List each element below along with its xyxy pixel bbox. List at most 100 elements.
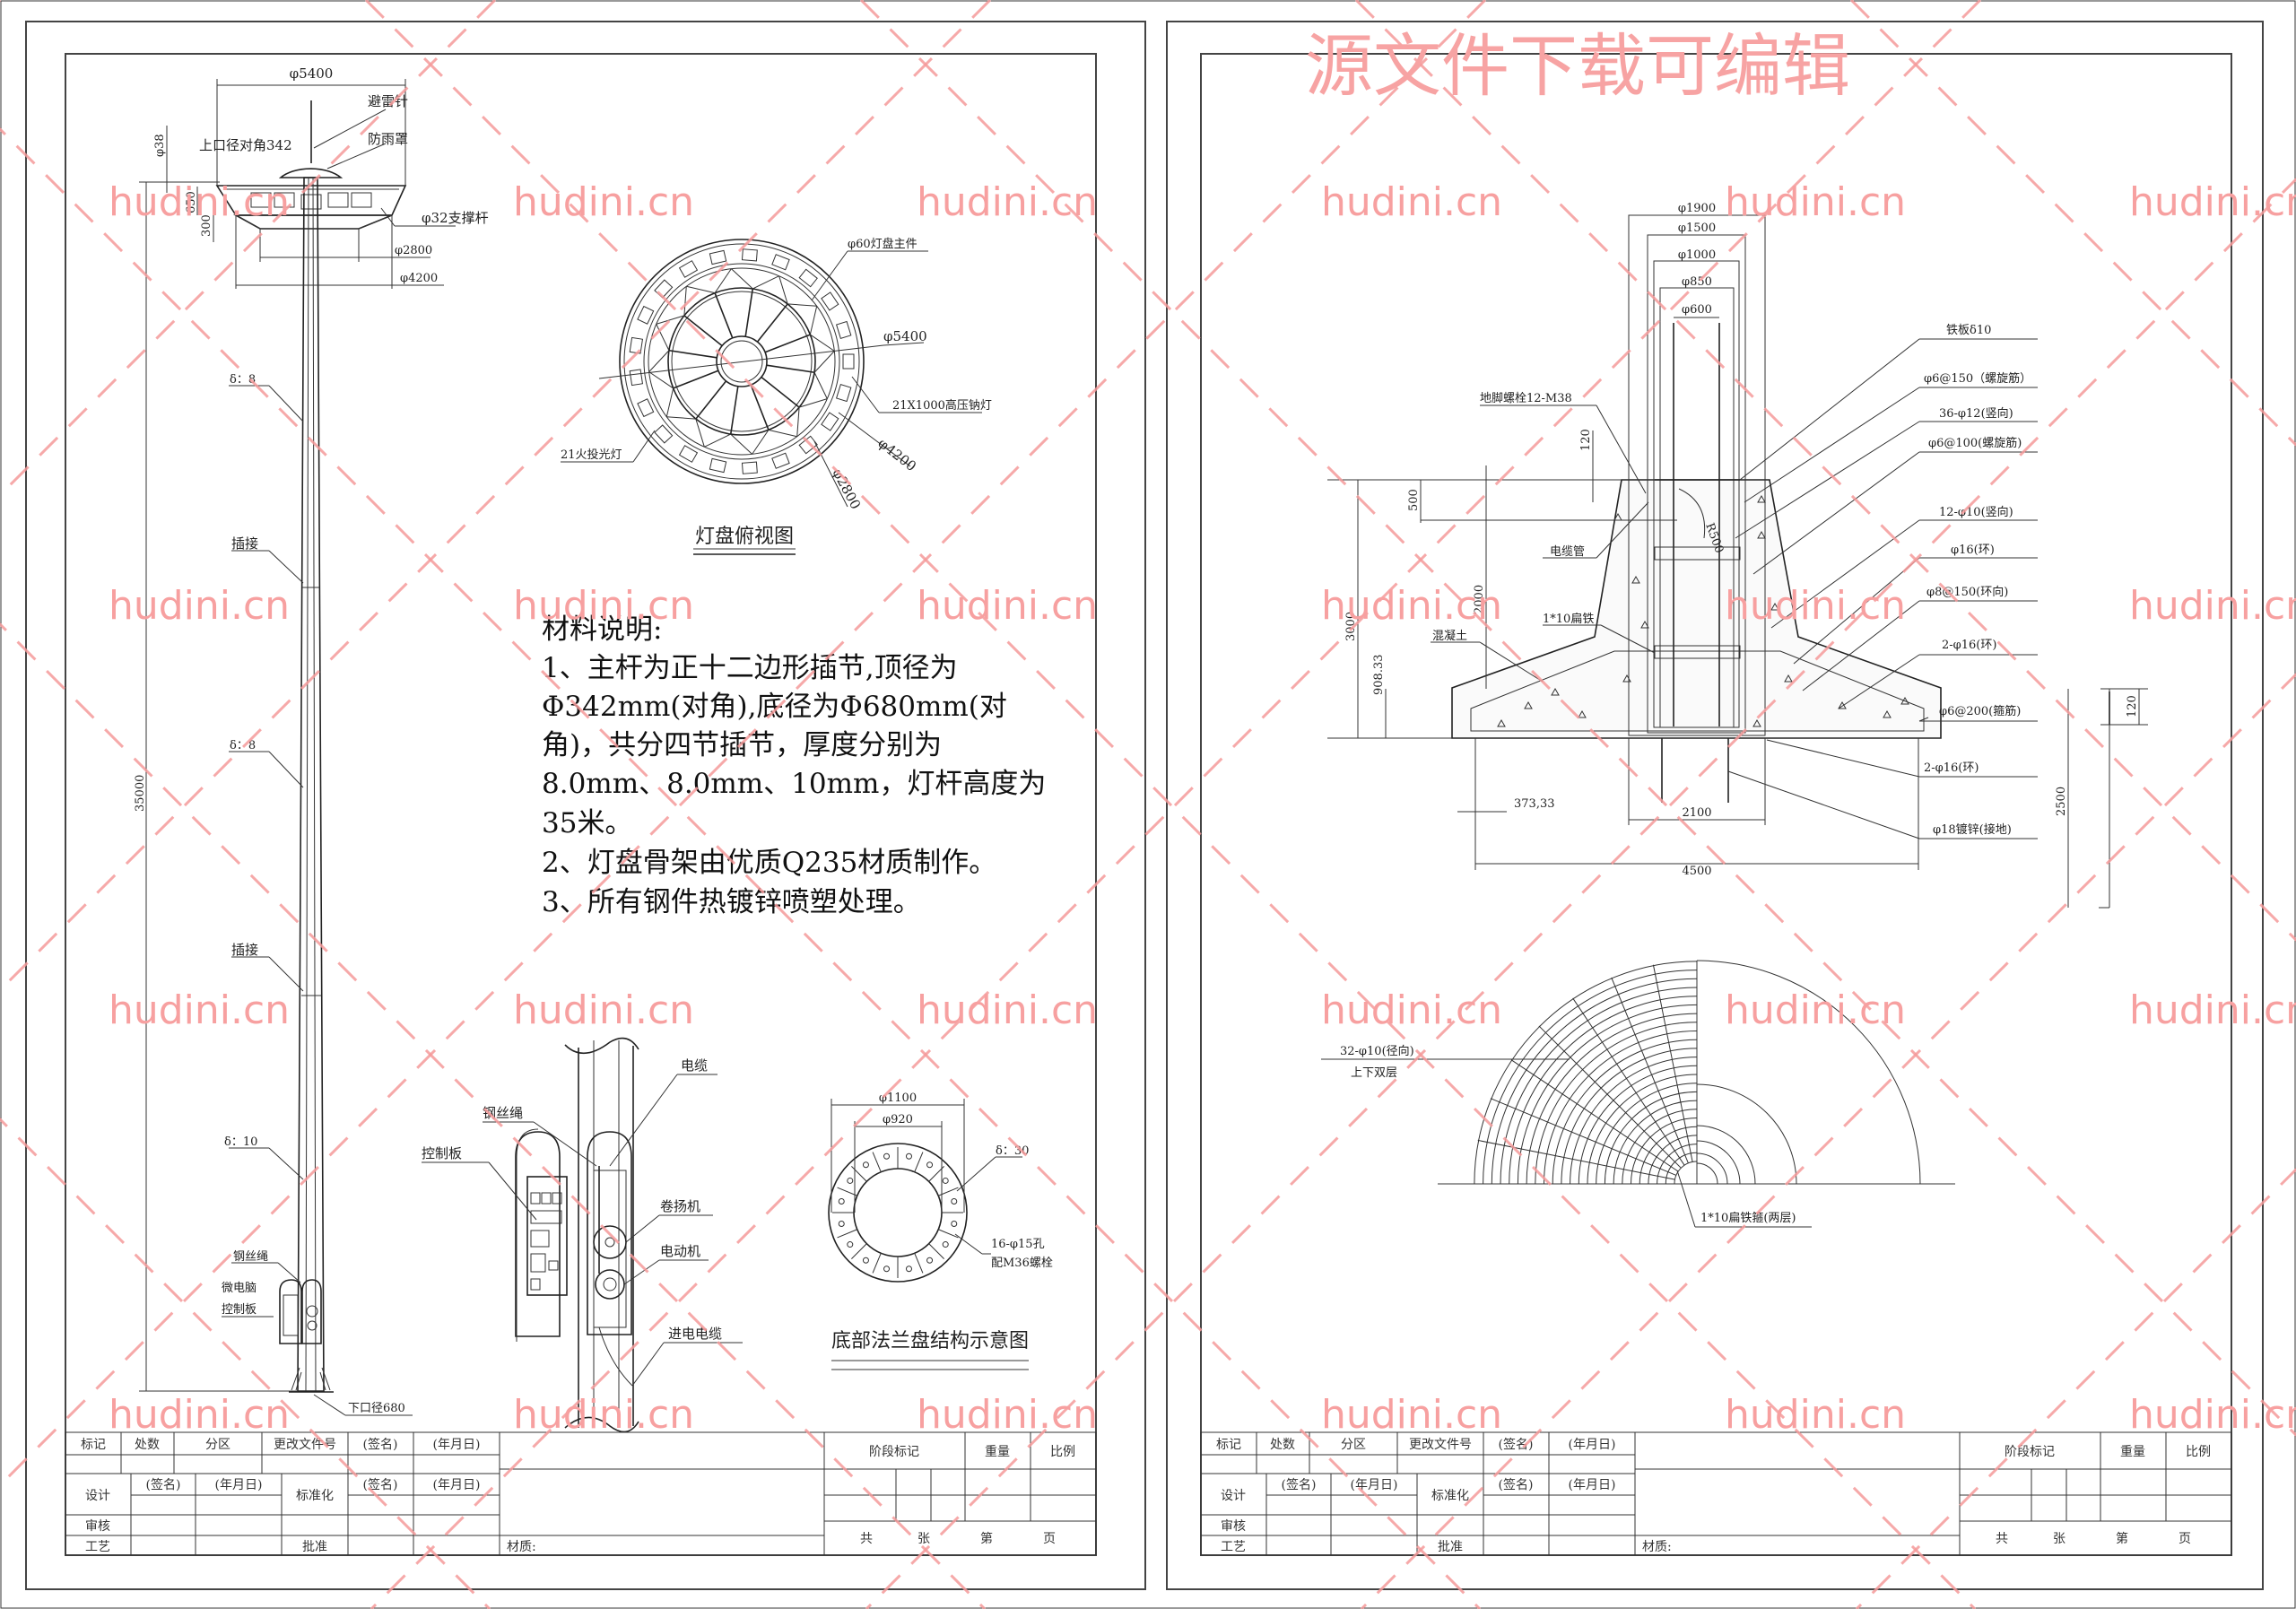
- tb-design: 设计: [1221, 1489, 1246, 1503]
- leader-line: [1766, 739, 1920, 778]
- brace: [648, 371, 674, 389]
- tb-weight: 重量: [985, 1445, 1010, 1459]
- tb-design: 设计: [85, 1489, 110, 1503]
- tb-approve: 批准: [1438, 1540, 1463, 1554]
- bolt-hole: [942, 1241, 949, 1248]
- tb-process: 工艺: [1221, 1540, 1246, 1554]
- brace: [752, 275, 779, 290]
- label-wire-rope: 钢丝绳: [233, 1250, 268, 1264]
- watermark-dash-line: [364, 0, 1977, 1609]
- dim-3000: 3000: [1344, 612, 1358, 641]
- label-winch: 卷扬机: [660, 1198, 700, 1214]
- watermark-site-text: hudini.cn: [1321, 987, 1502, 1033]
- flange-rib: [837, 1229, 857, 1239]
- mesh-ring: [1696, 1140, 1741, 1185]
- flange-rib: [872, 1253, 882, 1274]
- brace: [796, 407, 800, 437]
- tb-count: 处数: [135, 1438, 160, 1452]
- cage-1900: [1628, 214, 1766, 736]
- brace: [798, 398, 828, 408]
- dim-2500: 2500: [2055, 787, 2068, 816]
- label-stirrup: φ6@200(箍筋): [1939, 704, 2021, 718]
- watermark-dash-line: [1354, 0, 2296, 943]
- label-spiral-100: φ6@100(螺旋筋): [1928, 436, 2022, 450]
- flange-rib: [837, 1187, 857, 1196]
- flange-rib: [851, 1166, 867, 1182]
- brace: [768, 429, 797, 438]
- dim-1900: φ1900: [1678, 202, 1716, 215]
- leader-line: [1802, 600, 1920, 691]
- mesh-radial-bar: [1611, 977, 1689, 1164]
- aggregate-mark: [1757, 530, 1766, 539]
- leader-line: [1744, 387, 1920, 503]
- watermark-dash-line: [0, 0, 497, 498]
- tb-signature: (签名): [1499, 1477, 1534, 1492]
- dim-1000: φ1000: [1678, 248, 1716, 262]
- title-block: 标记 处数 分区 更改文件号 (签名) (年月日) 设计 (签名) (年月日) …: [1200, 1431, 2232, 1556]
- label-flange-thickness: δ：30: [996, 1144, 1029, 1158]
- watermark-texts: hudini.cn hudini.cn hudini.cn hudini.cn hudi…: [109, 179, 2296, 1438]
- tb-signature: (签名): [363, 1437, 398, 1452]
- tb-date: (年月日): [1569, 1438, 1616, 1452]
- tb-mark: 标记: [1216, 1438, 1241, 1452]
- bolt-hole: [838, 1220, 845, 1227]
- watermark-dash-line: [0, 622, 987, 1609]
- lamp-icon: [654, 424, 674, 444]
- tb-date: (年月日): [215, 1478, 263, 1492]
- lamp-icon: [842, 353, 855, 370]
- aggregate-mark: [1578, 709, 1587, 718]
- watermark-dash-line: [0, 0, 1487, 1488]
- dim-300: 300: [200, 214, 213, 237]
- mesh-radial-bar: [1477, 1139, 1675, 1180]
- tb-material: 材质:: [507, 1540, 536, 1554]
- watermark-site-text: hudini.cn: [1725, 583, 1906, 629]
- notes-line: 2、灯盘骨架由优质Q235材质制作。: [542, 847, 996, 879]
- mesh-ring: [1696, 1162, 1718, 1185]
- tb-weight: 重量: [2120, 1445, 2145, 1459]
- pole-cabinet: [279, 1279, 322, 1344]
- watermark-site-text: hudini.cn: [917, 179, 1098, 225]
- spoke: [744, 288, 754, 337]
- label-main-part: φ60灯盘主件: [848, 237, 918, 251]
- tb-process: 工艺: [85, 1540, 110, 1554]
- mesh-radial-bar: [1538, 1025, 1682, 1169]
- aggregate-mark: [1631, 575, 1640, 584]
- watermark-dash-line: [0, 0, 992, 993]
- bolt-hole: [883, 1265, 891, 1273]
- top-view-title: 灯盘俯视图: [695, 526, 794, 548]
- bolt-hole: [905, 1265, 912, 1273]
- label-cable: 电缆: [681, 1057, 708, 1074]
- spoke: [766, 364, 815, 374]
- tb-zone: 分区: [1341, 1438, 1366, 1452]
- dim-2800: φ2800: [395, 244, 432, 257]
- watermark-site-text: hudini.cn: [917, 583, 1098, 629]
- leader-line: [1739, 338, 1920, 481]
- cabinet-detail: 电缆 钢丝绳 控制板 卷扬机 电动机 进电电缆: [422, 1037, 743, 1433]
- watermark-site-text: hudini.cn: [2129, 987, 2296, 1033]
- dim-373: 373,33: [1514, 797, 1555, 811]
- label-cable-pipe: 电缆管: [1550, 544, 1585, 559]
- dim-500: 500: [1407, 489, 1421, 511]
- brace: [813, 372, 828, 399]
- watermark-site-text: hudini.cn: [1725, 1392, 1906, 1438]
- motor: [595, 1269, 625, 1300]
- watermark-dash-line: [859, 0, 2296, 1438]
- aggregate-mark: [1524, 700, 1533, 709]
- tb-date: (年月日): [1351, 1478, 1398, 1492]
- lamp-icon: [821, 412, 839, 431]
- tb-signature: (签名): [1282, 1477, 1317, 1492]
- tb-stage-mark: 阶段标记: [2005, 1445, 2055, 1459]
- spoke: [695, 380, 727, 420]
- watermark-dash-line: [370, 0, 1982, 1609]
- label-iron-plate: 铁板δ10: [1946, 324, 1991, 337]
- label-incoming-cable: 进电电缆: [668, 1326, 722, 1342]
- dim-5400: φ5400: [290, 65, 334, 82]
- foundation-right-leaders: [1727, 338, 2038, 839]
- left-sheet-outer-frame: [25, 21, 1146, 1590]
- top-view-spokes: [648, 268, 835, 455]
- foundation-section: φ1900 φ1500 φ1000 φ850 φ600 地脚螺栓12-M38 1…: [1327, 202, 2148, 909]
- tb-page: 页: [1043, 1532, 1056, 1546]
- label-anchor-bolts: 地脚螺栓12-M38: [1480, 391, 1572, 405]
- watermark-site-text: hudini.cn: [1321, 179, 1502, 225]
- tb-standard: 标准化: [296, 1489, 334, 1503]
